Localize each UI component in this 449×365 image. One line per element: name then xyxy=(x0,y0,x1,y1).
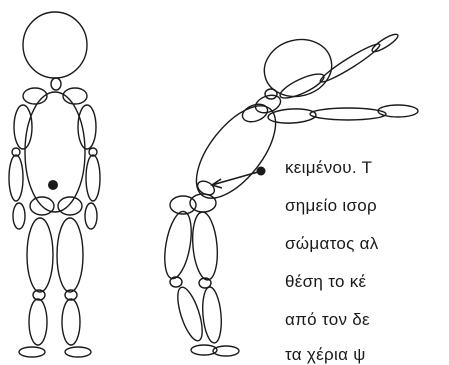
bending-hand-b xyxy=(378,105,418,117)
standing-forearm-right xyxy=(86,155,100,201)
bending-shin-b xyxy=(201,286,224,343)
text-line-1: κειμένου. Τ xyxy=(285,158,372,178)
standing-shin-left xyxy=(29,299,47,345)
bending-forearm-b xyxy=(310,108,386,120)
text-line-4: θέση το κέ xyxy=(285,272,366,292)
standing-thigh-right xyxy=(57,218,83,292)
standing-forearm-left xyxy=(9,155,23,201)
bending-center-of-gravity-dot xyxy=(257,167,266,176)
standing-shin-right xyxy=(62,299,80,345)
bending-neck xyxy=(265,89,277,99)
standing-neck xyxy=(51,78,61,90)
standing-hand-left xyxy=(13,203,25,229)
bending-upper-arm-a xyxy=(277,70,326,103)
standing-upper-arm-left xyxy=(14,105,32,149)
standing-figure xyxy=(9,12,100,357)
standing-torso xyxy=(25,92,85,212)
bending-head xyxy=(258,32,338,104)
bending-thigh-a xyxy=(160,209,195,280)
standing-hip-right xyxy=(58,197,82,215)
bending-thigh-b xyxy=(190,211,220,281)
standing-upper-arm-right xyxy=(78,105,96,149)
standing-thigh-left xyxy=(27,218,53,292)
bending-gravity-arrow-line xyxy=(212,172,258,185)
standing-foot-left xyxy=(19,347,45,357)
text-line-3: σώματος αλ xyxy=(285,234,379,254)
standing-hand-right xyxy=(85,203,97,229)
bending-knee-a xyxy=(170,277,182,287)
standing-center-of-gravity-dot xyxy=(48,180,58,190)
text-line-2: σημείο ισορ xyxy=(285,196,377,216)
text-line-6: τα χέρια ψ xyxy=(285,345,366,365)
text-line-5: από τον δε xyxy=(285,310,370,330)
standing-foot-right xyxy=(65,347,91,357)
bending-figure xyxy=(160,32,418,356)
standing-head xyxy=(23,12,87,78)
bending-shin-a xyxy=(173,285,207,344)
